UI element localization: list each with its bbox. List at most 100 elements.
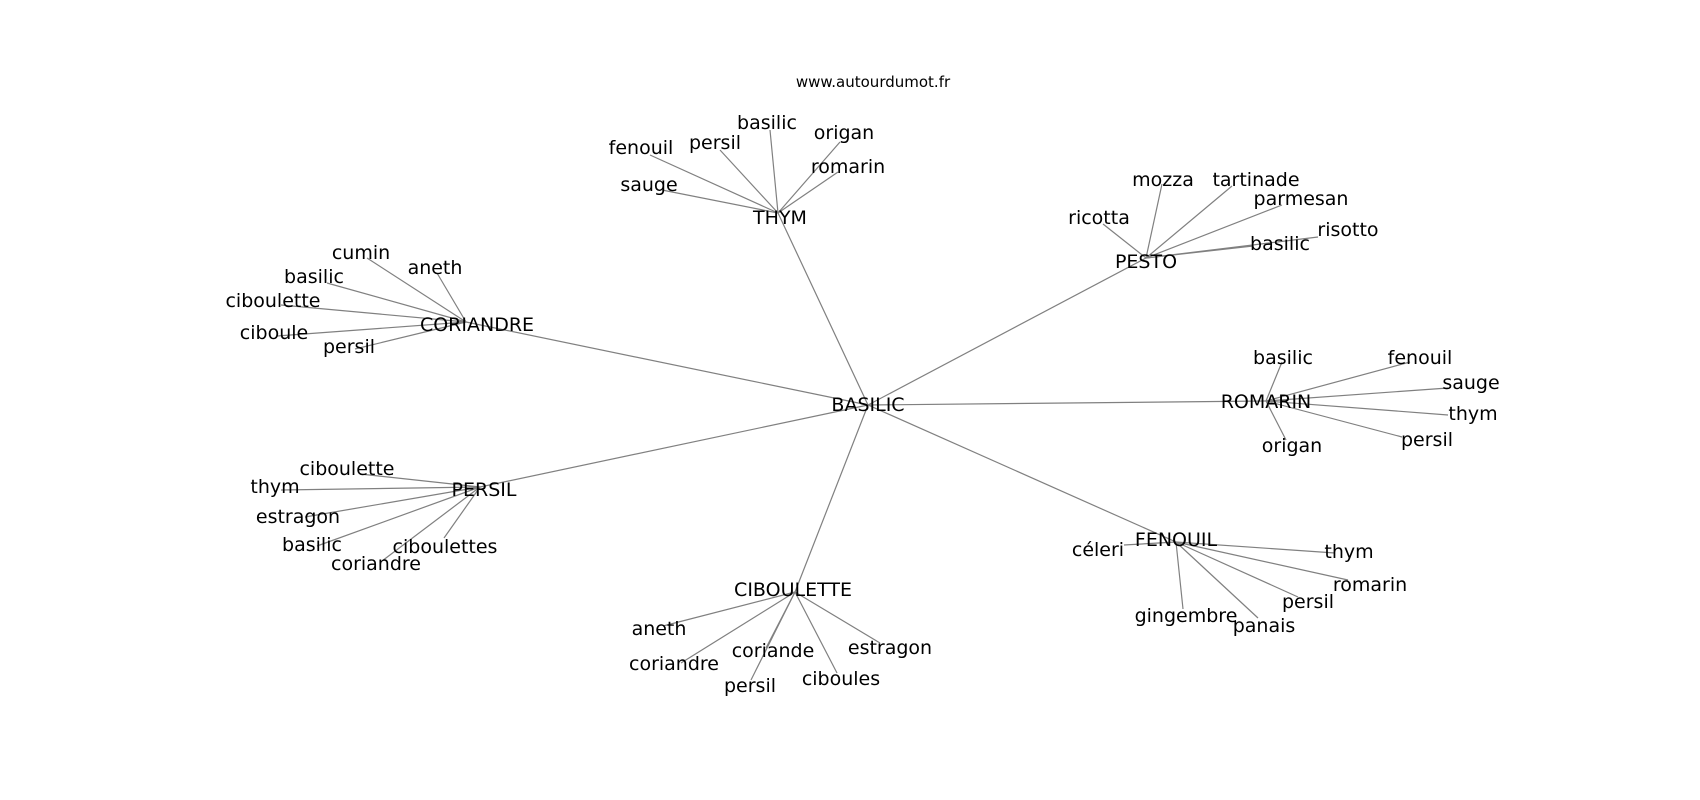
edge-pesto-leaf [1145,183,1163,259]
source-credit: www.autourdumot.fr [796,73,951,91]
leaf-node-label: romarin [1333,574,1407,596]
edge-root-to-pesto [867,257,1147,406]
edge-fenouil-leaf [1175,541,1349,581]
leaf-node-label: parmesan [1254,188,1349,210]
edge-thym-leaf [777,141,841,214]
edge-thym-leaf [769,129,779,214]
leaf-node-label: coriande [732,640,815,662]
edge-pesto-leaf [1102,223,1147,259]
edge-ciboulette-leaf [662,591,796,627]
edge-persil-leaf [359,473,481,488]
leaf-node-label: origan [814,122,874,144]
leaf-node-label: persil [1282,591,1334,613]
leaf-node-label: ciboules [802,668,880,690]
edge-coriandre-leaf [276,321,467,337]
edge-persil-leaf [381,486,481,562]
edge-coriandre-leaf [280,304,467,323]
leaf-node-label: coriandre [629,653,719,675]
edge-fenouil-leaf [1175,541,1259,619]
edge-thym-leaf [777,171,839,214]
edge-persil-leaf [316,486,481,547]
leaf-node-label: basilic [284,266,344,288]
leaf-node-label: panais [1233,615,1296,637]
hub-node-ciboulette: CIBOULETTE [734,579,852,601]
hub-node-thym: THYM [752,207,807,229]
leaf-node-label: origan [1262,435,1322,457]
leaf-node-label: estragon [848,637,932,659]
edge-thym-leaf [719,149,779,214]
leaf-node-label: céleri [1072,539,1124,561]
edge-pesto-leaf [1145,204,1283,259]
edge-fenouil-leaf [1123,541,1177,546]
edge-root-to-fenouil [867,404,1177,543]
hub-node-pesto: PESTO [1115,251,1177,273]
edge-persil-leaf [304,486,481,518]
leaf-node-label: thym [1324,541,1373,563]
edge-persil-leaf [280,486,481,491]
leaf-node-label: aneth [632,618,687,640]
edge-coriandre-leaf [354,321,467,350]
edge-fenouil-leaf [1175,541,1184,610]
leaf-node-label: persil [323,336,375,358]
edge-root-to-thym [777,212,869,406]
leaf-node-label: thym [1448,403,1497,425]
edge-thym-leaf [661,189,779,214]
leaf-node-label: basilic [1250,233,1310,255]
leaf-node-label: sauge [620,174,677,196]
edge-pesto-leaf [1145,185,1233,259]
leaf-node-label: ciboulette [225,290,320,312]
leaf-node-label: basilic [282,534,342,556]
root-node-label: BASILIC [831,394,904,416]
edge-root-to-romarin [867,400,1267,406]
leaf-node-label: fenouil [609,137,674,159]
leaf-node-label: ciboulette [299,458,394,480]
edge-coriandre-leaf [366,257,467,323]
edge-fenouil-leaf [1175,541,1299,598]
leaf-node-label: mozza [1132,169,1194,191]
edge-root-to-ciboulette [794,404,869,593]
graph-edges [276,129,1449,681]
leaf-node-label: coriandre [331,553,421,575]
leaf-node-label: ciboule [240,322,308,344]
edge-ciboulette-leaf [750,591,796,681]
leaf-node-label: persil [724,675,776,697]
leaf-node-label: tartinade [1212,169,1299,191]
leaf-node-label: ricotta [1068,207,1130,229]
leaf-node-label: ciboulettes [393,536,498,558]
hub-node-persil: PERSIL [452,479,517,501]
graph-labels: BASILIC THYM basilic origan persil fenouil rom… [225,112,1499,697]
hub-node-fenouil: FENOUIL [1135,529,1218,551]
edge-romarin-leaf [1265,361,1411,402]
edge-ciboulette-leaf [680,591,796,664]
edge-romarin-leaf [1265,361,1283,402]
hub-node-romarin: ROMARIN [1221,391,1312,413]
leaf-node-label: basilic [1253,347,1313,369]
edge-pesto-leaf [1145,245,1254,259]
edge-ciboulette-leaf [794,591,838,674]
edge-romarin-leaf [1265,400,1403,438]
edge-root-to-coriandre [465,321,869,406]
leaf-node-label: gingembre [1135,605,1238,627]
leaf-node-label: aneth [408,257,463,279]
leaf-node-label: persil [689,132,741,154]
leaf-node-label: basilic [737,112,797,134]
leaf-node-label: sauge [1442,372,1499,394]
edge-coriandre-leaf [436,272,467,323]
edge-root-to-persil [479,404,869,488]
leaf-node-label: romarin [811,156,885,178]
leaf-node-label: thym [250,476,299,498]
leaf-node-label: fenouil [1388,347,1453,369]
edge-thym-leaf [649,154,779,214]
leaf-node-label: risotto [1317,219,1378,241]
edge-ciboulette-leaf [794,591,881,644]
edge-coriandre-leaf [326,282,467,323]
hub-node-coriandre: CORIANDRE [420,314,534,336]
leaf-node-label: cumin [332,242,390,264]
edge-fenouil-leaf [1175,541,1336,554]
edge-romarin-leaf [1265,387,1449,402]
edge-persil-leaf [443,486,481,539]
leaf-node-label: persil [1401,429,1453,451]
edge-romarin-leaf [1265,400,1449,416]
